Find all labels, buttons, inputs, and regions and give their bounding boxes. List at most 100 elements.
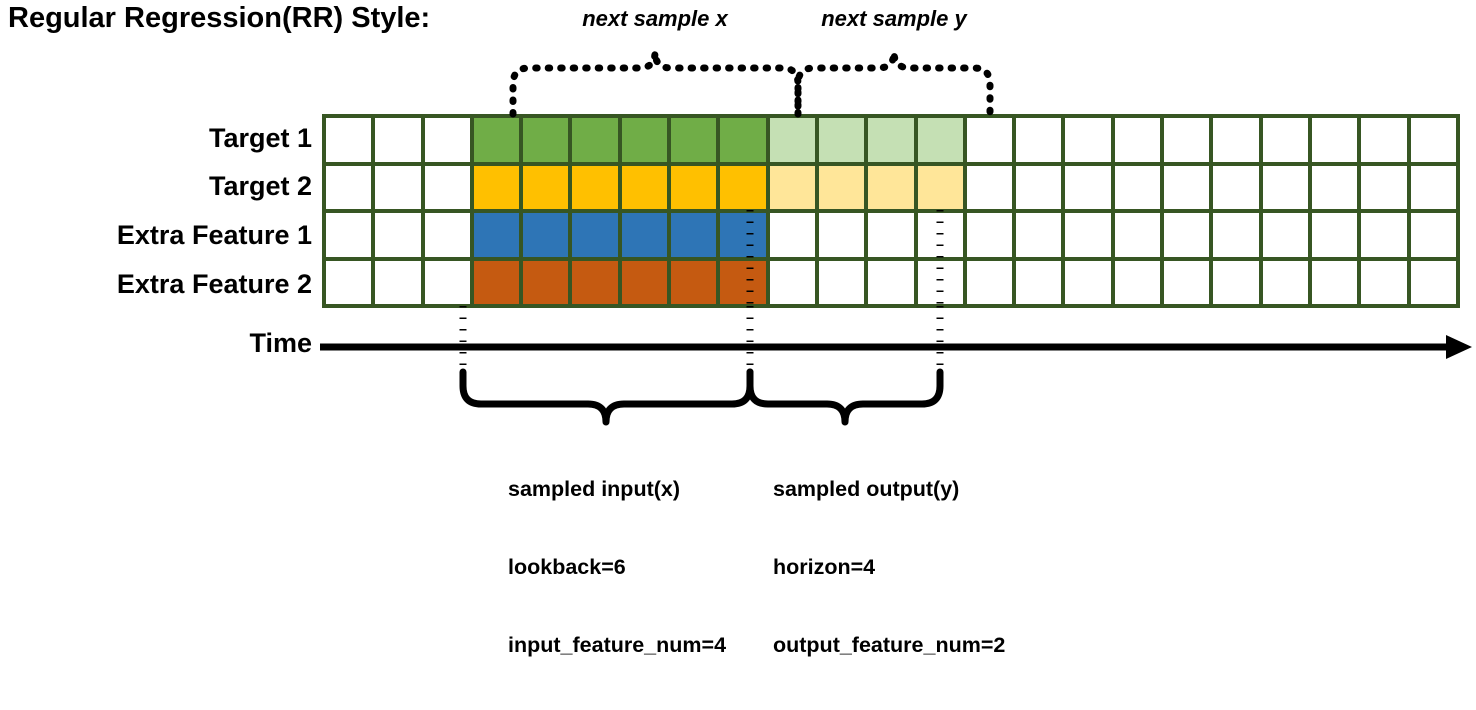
- grid-row-extra-feature-1: [326, 213, 1456, 257]
- grid-cell: [1361, 165, 1407, 209]
- grid-cell: [621, 260, 668, 304]
- grid-cell: [720, 165, 766, 209]
- grid-cell: [1114, 165, 1161, 209]
- grid-cell: [326, 260, 372, 304]
- grid-cell: [769, 213, 815, 257]
- grid-cell: [424, 165, 470, 209]
- grid-cell: [1213, 213, 1259, 257]
- grid-cell: [1361, 118, 1407, 162]
- grid-cell: [621, 118, 668, 162]
- grid-cell: [769, 118, 815, 162]
- grid-cell: [1164, 260, 1210, 304]
- grid-cell: [523, 165, 569, 209]
- grid-cell: [1016, 260, 1062, 304]
- grid-cell: [1213, 165, 1259, 209]
- row-label-extra-feature-2: Extra Feature 2: [116, 269, 312, 299]
- grid-cell: [818, 213, 865, 257]
- grid-cell: [1065, 165, 1111, 209]
- grid-cell: [621, 165, 668, 209]
- grid-cell: [572, 165, 618, 209]
- grid-cell: [1065, 260, 1111, 304]
- grid-row-target-2: [326, 165, 1456, 209]
- grid-cell: [424, 118, 470, 162]
- grid-cell: [1164, 213, 1210, 257]
- grid-cell: [671, 118, 717, 162]
- brace-label-next-sample-y: next sample y: [821, 6, 968, 31]
- grid-cell: [671, 165, 717, 209]
- grid-cell: [424, 213, 470, 257]
- grid-cell: [769, 165, 815, 209]
- caption-input-line-3: input_feature_num=4: [508, 633, 727, 657]
- grid-cell: [572, 213, 618, 257]
- grid-cell: [1262, 165, 1308, 209]
- grid-cell: [1065, 213, 1111, 257]
- grid-cell: [1065, 118, 1111, 162]
- grid-cell: [1016, 165, 1062, 209]
- caption-sampled-output: sampled output(y) horizon=4 output_featu…: [773, 424, 1005, 710]
- brace-next-sample-x: [509, 51, 802, 118]
- grid-cell: [720, 260, 766, 304]
- grid-cell: [917, 118, 963, 162]
- grid-cell: [868, 165, 914, 209]
- grid-cell: [1311, 260, 1358, 304]
- grid-dotted-dividers: [746, 210, 944, 310]
- top-annotations: next sample x next sample y: [509, 6, 994, 118]
- grid-cell: [1311, 213, 1358, 257]
- caption-input-line-1: sampled input(x): [508, 477, 681, 501]
- grid-cell: [375, 165, 421, 209]
- grid-cell: [1114, 213, 1161, 257]
- grid-cell: [473, 165, 520, 209]
- grid-cell: [621, 213, 668, 257]
- grid-cell: [1016, 213, 1062, 257]
- grid-cell: [818, 118, 865, 162]
- grid-cell: [671, 260, 717, 304]
- grid-cell: [868, 260, 914, 304]
- grid-cell: [375, 260, 421, 304]
- brace-sampled-input: [459, 368, 754, 426]
- grid-cell: [326, 213, 372, 257]
- grid-cell: [671, 213, 717, 257]
- page-title: Regular Regression(RR) Style:: [8, 2, 431, 34]
- grid-cell: [1114, 260, 1161, 304]
- grid-cell: [1262, 118, 1308, 162]
- grid-cell: [326, 118, 372, 162]
- grid-cell: [572, 260, 618, 304]
- grid-cell: [1410, 260, 1456, 304]
- brace-next-sample-y: [794, 51, 994, 118]
- grid-cell: [1262, 213, 1308, 257]
- grid-cell: [523, 213, 569, 257]
- bottom-annotations: [459, 306, 944, 426]
- grid-cell: [1114, 118, 1161, 162]
- grid-cell: [375, 118, 421, 162]
- row-label-target-1: Target 1: [208, 123, 312, 153]
- grid-cell: [966, 118, 1013, 162]
- brace-label-next-sample-x: next sample x: [582, 6, 728, 31]
- grid-cell: [1361, 260, 1407, 304]
- grid-cell: [1016, 118, 1062, 162]
- grid-cell: [818, 165, 865, 209]
- grid-cell: [1311, 118, 1358, 162]
- grid-cell: [769, 260, 815, 304]
- grid-cell: [966, 260, 1013, 304]
- grid-cell: [1311, 165, 1358, 209]
- grid-cell: [966, 165, 1013, 209]
- grid-cell: [1361, 213, 1407, 257]
- grid-cell: [720, 118, 766, 162]
- grid-cell: [868, 118, 914, 162]
- row-label-target-2: Target 2: [208, 171, 312, 201]
- caption-output-line-2: horizon=4: [773, 555, 876, 579]
- grid-cell: [326, 165, 372, 209]
- grid-cell: [818, 260, 865, 304]
- grid-cell: [1164, 165, 1210, 209]
- grid-cell: [523, 260, 569, 304]
- timeline-grid: [322, 114, 1460, 308]
- grid-cell: [1410, 165, 1456, 209]
- grid-cell: [523, 118, 569, 162]
- grid-row-target-1: [326, 118, 1456, 162]
- grid-cell: [720, 213, 766, 257]
- grid-cell: [1164, 118, 1210, 162]
- brace-sampled-output: [746, 368, 944, 426]
- grid-cell: [917, 213, 963, 257]
- caption-output-line-3: output_feature_num=2: [773, 633, 1006, 657]
- grid-cell: [1262, 260, 1308, 304]
